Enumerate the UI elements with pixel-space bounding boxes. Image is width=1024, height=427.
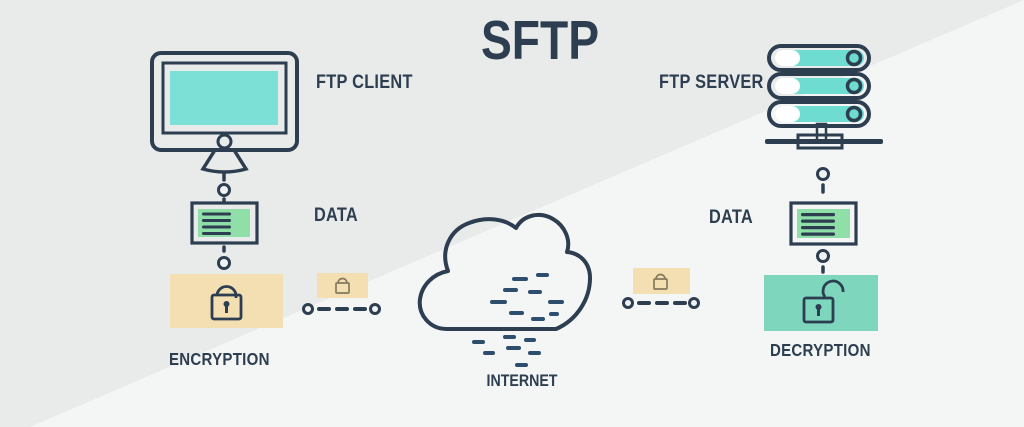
mini-padlock-icon — [335, 277, 350, 294]
server-stack-icon — [765, 44, 883, 150]
encrypted-link-left — [302, 273, 381, 315]
mini-lock-panel — [633, 268, 690, 294]
padlock-closed-icon — [210, 285, 243, 321]
dashed-link — [302, 303, 381, 315]
monitor-screen — [170, 71, 278, 125]
server-stand-bar — [765, 139, 883, 144]
server-stand-hub — [796, 133, 844, 150]
page-title: SFTP — [480, 9, 600, 71]
monitor-stand — [200, 148, 249, 174]
encryption-label: ENCRYPTION — [169, 349, 270, 369]
server-unit — [767, 100, 871, 128]
data-label-right: DATA — [709, 207, 753, 228]
document-frame — [789, 201, 858, 246]
monitor-bezel — [161, 61, 288, 135]
connector-ring — [816, 249, 830, 263]
server-led — [845, 105, 863, 123]
cloud-data-dashes — [490, 273, 564, 321]
server-led — [845, 49, 863, 67]
encrypted-link-right — [622, 268, 700, 309]
monitor-icon — [150, 51, 299, 174]
document-frame — [190, 201, 259, 245]
document-text-lines — [801, 213, 835, 236]
document-text-lines — [202, 212, 231, 235]
connector-ring — [622, 297, 634, 309]
document-icon — [190, 201, 259, 245]
server-unit — [767, 44, 871, 72]
cloud-shape — [417, 212, 592, 331]
connector-data-to-encryption — [217, 245, 231, 270]
connector-client-to-data — [217, 172, 231, 204]
monitor-power-button — [216, 133, 233, 150]
connector-ring — [217, 256, 231, 270]
dashed-link — [622, 297, 700, 309]
decryption-label: DECRYPTION — [770, 340, 871, 360]
cloud-icon — [417, 212, 592, 367]
connector-ring — [816, 167, 830, 181]
mini-padlock-icon — [653, 273, 668, 290]
encryption-box — [170, 274, 283, 328]
connector-ring — [369, 303, 381, 315]
connector-ring — [217, 183, 231, 197]
connector-ring — [302, 303, 314, 315]
decryption-box — [764, 275, 878, 331]
document-icon — [789, 201, 858, 246]
connector-ring — [688, 297, 700, 309]
ftp-client-label: FTP CLIENT — [316, 72, 413, 93]
mini-lock-panel — [317, 273, 368, 298]
falling-data-dashes — [472, 335, 541, 367]
server-units — [767, 44, 871, 128]
internet-label: INTERNET — [486, 372, 558, 390]
padlock-open-icon — [802, 279, 845, 324]
connector-data-to-decryption — [816, 249, 830, 274]
server-led — [845, 77, 863, 95]
connector-server-to-data — [816, 167, 830, 194]
data-label-left: DATA — [314, 205, 358, 226]
monitor-body — [150, 51, 299, 152]
server-unit — [767, 72, 871, 100]
ftp-server-label: FTP SERVER — [659, 72, 764, 93]
